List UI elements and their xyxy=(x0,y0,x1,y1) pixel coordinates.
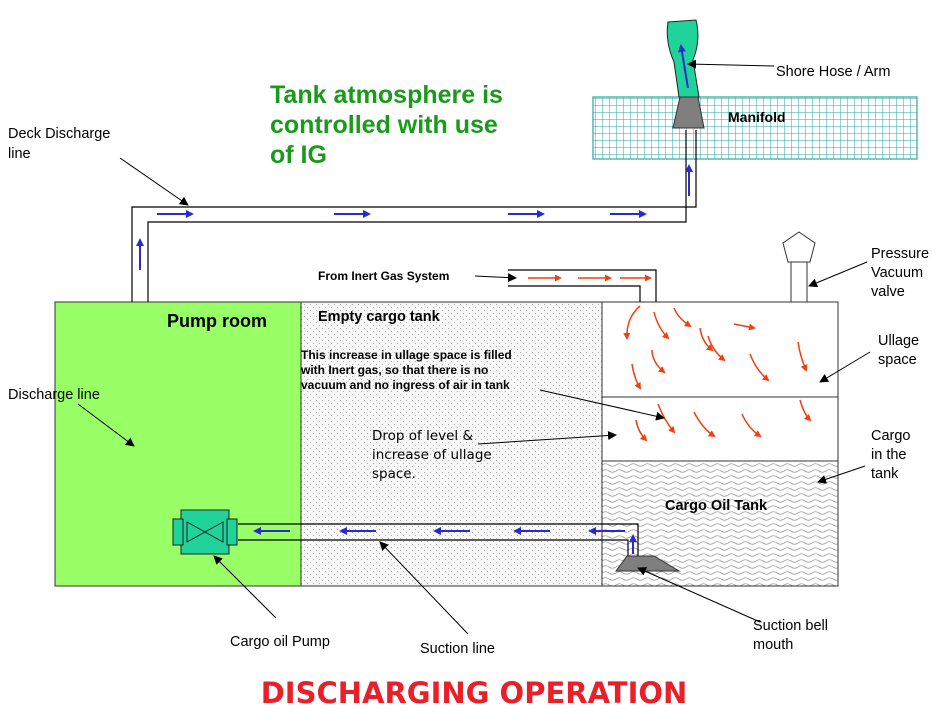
deck-discharge-label-2: line xyxy=(8,146,31,162)
ig-note-line-3: vacuum and no ingress of air in tank xyxy=(301,378,510,392)
cargo-oil-tank-outline xyxy=(601,301,839,587)
pump-flange-right xyxy=(226,518,238,546)
ig-arrow xyxy=(635,419,648,442)
discharge-line-label: Discharge line xyxy=(8,387,100,403)
pump-valve-right xyxy=(203,521,224,543)
manifold-label: Manifold xyxy=(728,109,786,125)
pv-valve-stem xyxy=(790,261,808,303)
footer-title: DISCHARGING OPERATION xyxy=(261,676,688,710)
headline-line-2: controlled with use xyxy=(270,111,498,139)
pv-valve-head xyxy=(782,231,816,263)
suction-flow-arrows xyxy=(253,527,637,554)
headline-line-3: of IG xyxy=(270,141,327,169)
ig-arrow xyxy=(799,399,812,422)
from-ig-label: From Inert Gas System xyxy=(318,269,449,283)
ullage-space-label-2: space xyxy=(878,352,917,368)
suction-line-label: Suction line xyxy=(420,641,495,657)
cargo-oil-tank-label: Cargo Oil Tank xyxy=(665,498,768,514)
pump-valve-left xyxy=(186,521,207,543)
pressure-vacuum-label-1: Pressure xyxy=(871,246,929,262)
ig-arrow xyxy=(631,363,642,390)
pressure-vacuum-valve xyxy=(782,231,816,303)
leader-arrow xyxy=(539,389,665,421)
ig-note: This increase in ullage space is filled … xyxy=(300,348,512,392)
empty-cargo-tank xyxy=(300,301,603,587)
ig-arrow xyxy=(797,341,808,372)
leader-arrow xyxy=(808,261,868,288)
pump-room-label: Pump room xyxy=(167,311,267,331)
drop-of-level-line-3: space. xyxy=(372,466,416,482)
shore-hose xyxy=(666,19,705,129)
ig-note-line-1: This increase in ullage space is filled xyxy=(301,348,512,362)
pressure-vacuum-label-3: valve xyxy=(871,284,905,300)
ig-distribution-arrows xyxy=(623,305,812,442)
ig-arrow xyxy=(673,307,692,328)
ig-pipe-inner xyxy=(508,285,641,302)
empty-cargo-tank-label: Empty cargo tank xyxy=(318,309,441,325)
leader-arrow xyxy=(637,567,761,623)
cargo-oil-pump xyxy=(172,509,238,555)
manifold: Manifold xyxy=(592,96,918,160)
pump-flange-left xyxy=(172,518,184,546)
cargo-in-tank-label-1: Cargo xyxy=(871,428,911,444)
leader-arrow xyxy=(474,273,517,283)
hose-flow-arrow xyxy=(678,44,689,89)
headline: Tank atmosphere is controlled with use o… xyxy=(270,81,503,169)
manifold-grid xyxy=(592,96,918,160)
suction-pipe-top xyxy=(238,523,639,556)
suction-line xyxy=(238,523,639,556)
drop-of-level-line-2: increase of ullage xyxy=(372,447,492,463)
leader-arrow xyxy=(119,157,189,206)
ig-arrow xyxy=(699,327,714,352)
leader-arrow xyxy=(819,351,871,383)
leader-arrow xyxy=(817,465,866,484)
cargo-in-tank-label-3: tank xyxy=(871,466,899,482)
ig-arrow xyxy=(733,323,756,331)
ig-arrow xyxy=(693,411,716,438)
suction-bell-label-1: Suction bell xyxy=(753,618,828,634)
suction-pipe-bottom xyxy=(238,539,629,556)
ig-arrow xyxy=(653,311,670,340)
shore-hose-label: Shore Hose / Arm xyxy=(776,64,890,80)
pressure-vacuum-label-2: Vacuum xyxy=(871,265,923,281)
ig-arrow xyxy=(749,353,770,382)
suction-bell-label-2: mouth xyxy=(753,637,793,653)
ig-note-line-2: with Inert gas, so that there is no xyxy=(300,363,488,377)
ig-arrow xyxy=(623,305,641,340)
suction-bell-mouth xyxy=(615,555,681,572)
headline-line-1: Tank atmosphere is xyxy=(270,81,503,109)
ig-arrow xyxy=(741,413,762,438)
hose-connector xyxy=(672,96,705,129)
leader-arrow xyxy=(77,403,135,447)
ig-arrow xyxy=(651,349,666,374)
cargo-in-tank-label-2: in the xyxy=(871,447,906,463)
ullage-space-label-1: Ullage xyxy=(878,333,919,349)
ig-pipe-outer xyxy=(508,269,657,302)
ig-arrow xyxy=(657,403,676,434)
leader-arrow xyxy=(213,555,277,619)
leader-arrow xyxy=(687,59,775,69)
leader-lines xyxy=(77,59,871,635)
ig-arrow xyxy=(707,335,726,362)
tank-block xyxy=(54,301,839,587)
drop-of-level-note: Drop of level & increase of ullage space… xyxy=(372,428,492,482)
inert-gas-pipe xyxy=(508,269,657,302)
leader-arrow xyxy=(477,431,617,445)
drop-of-level-line-1: Drop of level & xyxy=(372,428,473,444)
cargo-oil-pump-label: Cargo oil Pump xyxy=(230,634,330,650)
deck-discharge-label-1: Deck Discharge xyxy=(8,126,110,142)
leader-arrow xyxy=(379,541,469,635)
